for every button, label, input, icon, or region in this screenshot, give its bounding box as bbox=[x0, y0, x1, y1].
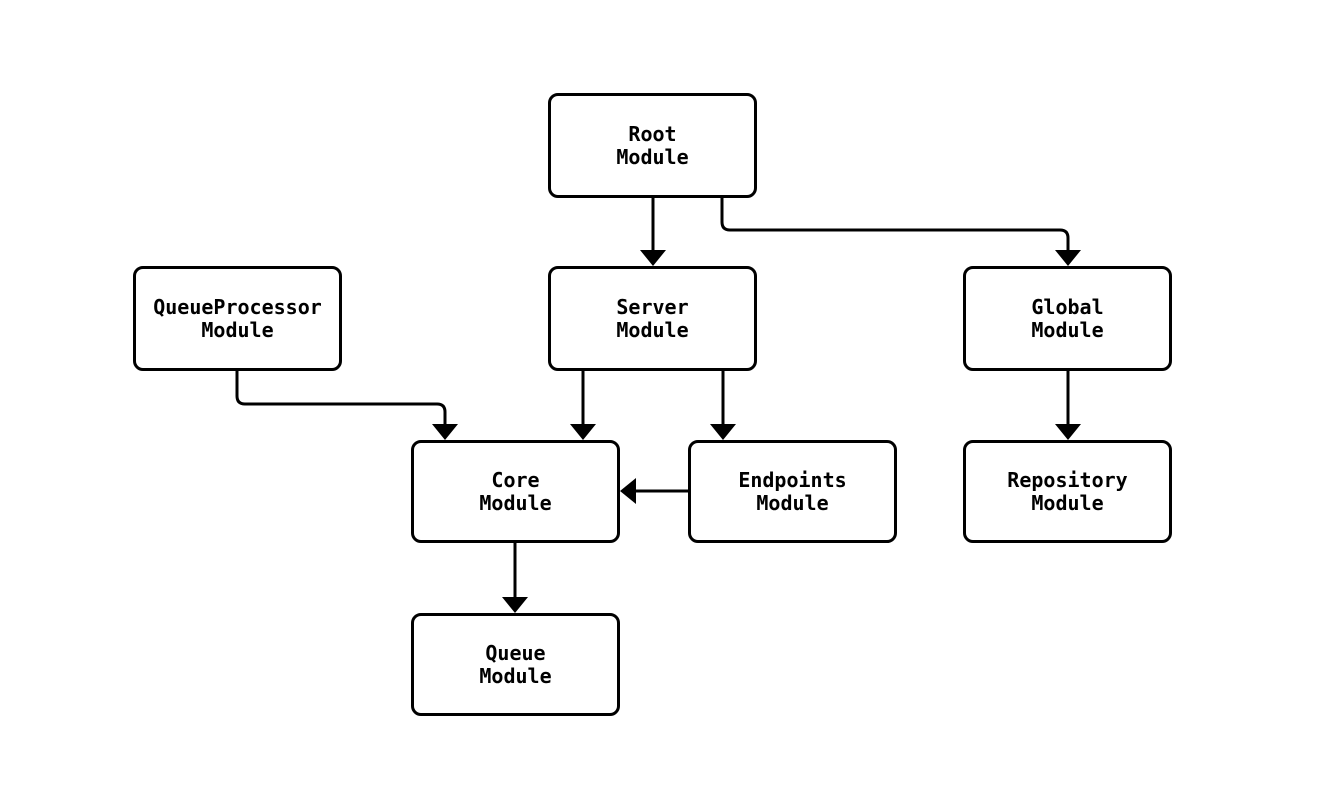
node-endpoints-module: Endpoints Module bbox=[688, 440, 897, 543]
node-repository-module: Repository Module bbox=[963, 440, 1172, 543]
node-core-module-label: Core Module bbox=[479, 467, 552, 515]
arrowhead-root-to-global bbox=[1055, 250, 1081, 266]
node-queueprocessor-module-label: QueueProcessor Module bbox=[153, 294, 322, 342]
node-server-module: Server Module bbox=[548, 266, 757, 371]
node-core-module: Core Module bbox=[411, 440, 620, 543]
node-root-module: Root Module bbox=[548, 93, 757, 198]
edge-queueprocessor-to-core bbox=[235, 371, 447, 425]
node-global-module: Global Module bbox=[963, 266, 1172, 371]
arrowhead-endpoints-to-core bbox=[620, 478, 636, 504]
node-queue-module-label: Queue Module bbox=[479, 640, 552, 688]
node-queue-module: Queue Module bbox=[411, 613, 620, 716]
arrowhead-core-to-queue bbox=[502, 597, 528, 613]
node-queueprocessor-module: QueueProcessor Module bbox=[133, 266, 342, 371]
arrowhead-root-to-server bbox=[640, 250, 666, 266]
node-server-module-label: Server Module bbox=[616, 294, 689, 342]
node-root-module-label: Root Module bbox=[616, 121, 689, 169]
arrowhead-server-to-core bbox=[570, 424, 596, 440]
arrowhead-server-to-endpoints bbox=[710, 424, 736, 440]
node-global-module-label: Global Module bbox=[1031, 294, 1104, 342]
edge-root-to-global bbox=[720, 198, 1070, 251]
node-endpoints-module-label: Endpoints Module bbox=[738, 467, 847, 515]
arrowhead-global-to-repository bbox=[1055, 424, 1081, 440]
arrowhead-queueprocessor-to-core bbox=[432, 424, 458, 440]
node-repository-module-label: Repository Module bbox=[1007, 467, 1128, 515]
